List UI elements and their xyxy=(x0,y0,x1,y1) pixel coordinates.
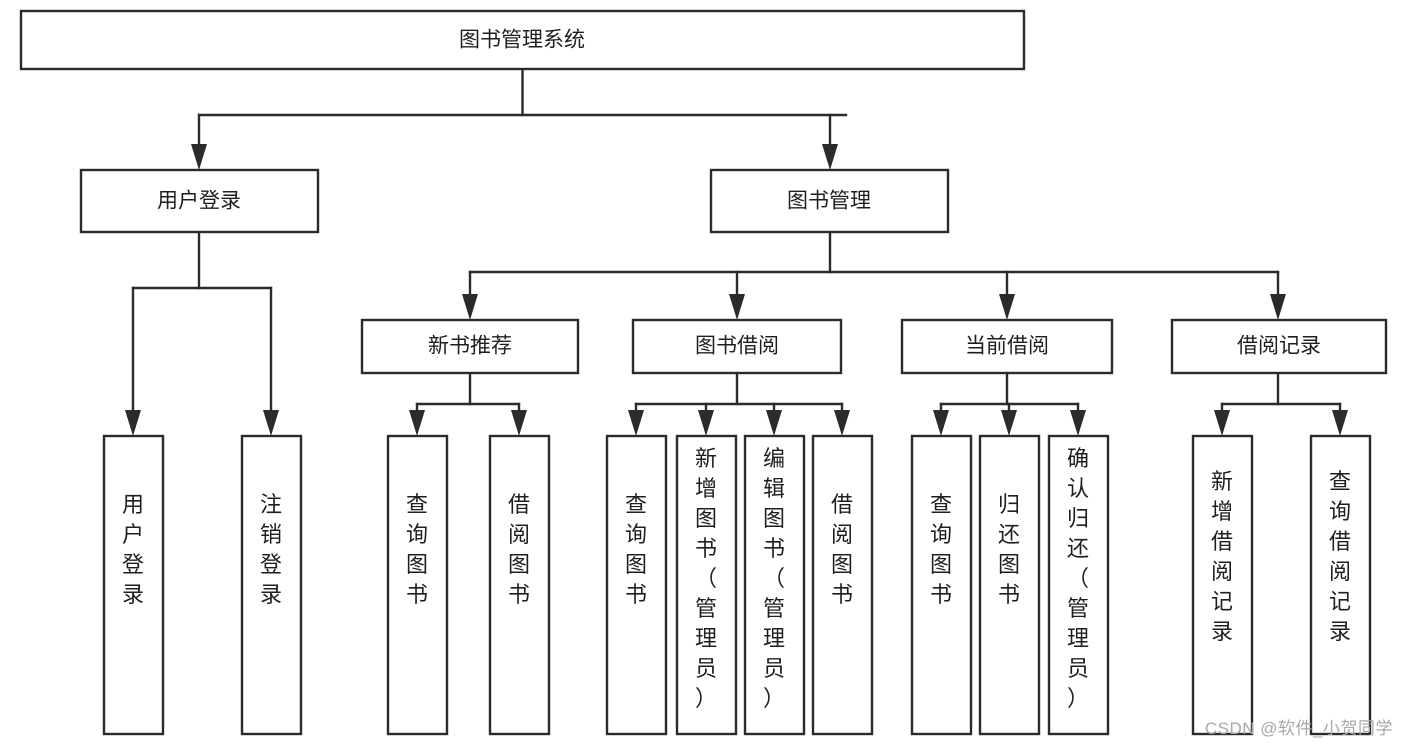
leaf-box-borrow-book-1[interactable] xyxy=(488,434,551,736)
arrow-head-user-login xyxy=(191,144,207,170)
leaf-box-logout-login[interactable] xyxy=(240,434,303,736)
leaf-box-edit-book[interactable] xyxy=(743,434,806,736)
node-borrow-record-box[interactable] xyxy=(1170,318,1388,375)
leaf-label-confirm-return: 确认归还（管理员） xyxy=(1067,446,1089,711)
node-book-borrow-box[interactable] xyxy=(631,318,843,375)
leaf-label-query-book-2: 查询图书 xyxy=(625,492,647,607)
node-user-login-label: 用户登录 xyxy=(157,190,241,213)
leaf-label-borrow-book-1: 借阅图书 xyxy=(508,492,530,607)
csdn-watermark: CSDN @软件_小贺同学 xyxy=(1204,719,1393,738)
node-book-borrow[interactable]: 图书借阅 xyxy=(631,318,843,375)
connector-group-new-book-recommend xyxy=(409,371,527,436)
leaf-box-return-book[interactable] xyxy=(978,434,1041,736)
leaf-box-query-record[interactable] xyxy=(1309,434,1372,736)
node-borrow-record[interactable]: 借阅记录 xyxy=(1170,318,1388,375)
leaf-box-user-login[interactable] xyxy=(102,434,165,736)
arrow-head-leaf-logout-login xyxy=(263,410,279,436)
arrow-head-leaf-return-book xyxy=(1001,410,1017,436)
node-current-borrow-box[interactable] xyxy=(900,318,1114,375)
arrow-head-borrow-record xyxy=(1270,294,1286,320)
connector-group-book-borrow xyxy=(628,371,850,436)
arrow-head-leaf-borrow-book-1 xyxy=(511,410,527,436)
node-current-borrow[interactable]: 当前借阅 xyxy=(900,318,1114,375)
arrow-head-leaf-query-book-1 xyxy=(409,410,425,436)
node-book-manage-box[interactable] xyxy=(709,168,950,234)
leaf-label-edit-book: 编辑图书（管理员） xyxy=(763,446,785,711)
leaf-boxes-group xyxy=(102,434,1372,736)
arrow-head-leaf-add-book xyxy=(698,410,714,436)
leaf-box-add-record[interactable] xyxy=(1191,434,1254,736)
arrow-head-leaf-edit-book xyxy=(766,410,782,436)
leaf-label-query-record: 查询借阅记录 xyxy=(1329,469,1351,644)
leaf-labels-group: 用户登录 注销登录 查询图书 借阅图书 查询图书 新增图书（管理员） 编辑图书（… xyxy=(122,446,1351,711)
node-new-book-recommend[interactable]: 新书推荐 xyxy=(360,318,580,375)
leaf-box-query-book-1[interactable] xyxy=(386,434,449,736)
node-borrow-record-label: 借阅记录 xyxy=(1237,335,1321,358)
leaf-box-borrow-book-2[interactable] xyxy=(811,434,874,736)
arrow-head-leaf-query-record xyxy=(1332,410,1348,436)
leaf-label-return-book: 归还图书 xyxy=(998,492,1020,607)
connector-group-borrow-record xyxy=(1214,371,1348,436)
node-book-manage-label: 图书管理 xyxy=(787,190,871,213)
leaf-label-logout-login: 注销登录 xyxy=(260,492,282,607)
node-root-label: 图书管理系统 xyxy=(459,29,585,52)
connector-group-user-login xyxy=(125,230,279,436)
connector-group-root xyxy=(191,67,848,170)
arrow-head-leaf-add-record xyxy=(1214,410,1230,436)
node-current-borrow-label: 当前借阅 xyxy=(965,335,1049,358)
arrow-head-leaf-confirm-return xyxy=(1070,410,1086,436)
leaf-label-query-book-1: 查询图书 xyxy=(406,492,428,607)
leaf-box-query-book-2[interactable] xyxy=(605,434,668,736)
leaf-box-confirm-return[interactable] xyxy=(1047,434,1110,736)
arrow-head-new-book-recommend xyxy=(462,294,478,320)
leaf-box-add-book[interactable] xyxy=(675,434,738,736)
arrow-head-leaf-query-book-2 xyxy=(628,410,644,436)
leaf-label-user-login: 用户登录 xyxy=(122,492,144,607)
arrow-head-book-manage xyxy=(822,144,838,170)
arrow-head-current-borrow xyxy=(999,294,1015,320)
node-user-login[interactable]: 用户登录 xyxy=(79,168,320,234)
leaf-label-add-book: 新增图书（管理员） xyxy=(695,446,717,711)
node-user-login-box[interactable] xyxy=(79,168,320,234)
node-root[interactable]: 图书管理系统 xyxy=(19,9,1026,71)
arrow-head-leaf-query-book-3 xyxy=(933,410,949,436)
leaf-label-borrow-book-2: 借阅图书 xyxy=(831,492,853,607)
connector-group-book-manage xyxy=(462,230,1286,320)
node-new-book-recommend-label: 新书推荐 xyxy=(428,335,512,358)
arrow-head-book-borrow xyxy=(729,294,745,320)
arrow-head-leaf-borrow-book-2 xyxy=(834,410,850,436)
leaf-box-query-book-3[interactable] xyxy=(910,434,973,736)
node-book-manage[interactable]: 图书管理 xyxy=(709,168,950,234)
leaf-label-add-record: 新增借阅记录 xyxy=(1211,469,1233,644)
connector-group-current-borrow xyxy=(933,371,1086,436)
leaf-label-query-book-3: 查询图书 xyxy=(930,492,952,607)
node-root-box[interactable] xyxy=(19,9,1026,71)
node-new-book-recommend-box[interactable] xyxy=(360,318,580,375)
arrow-head-leaf-user-login xyxy=(125,410,141,436)
node-book-borrow-label: 图书借阅 xyxy=(695,335,779,358)
